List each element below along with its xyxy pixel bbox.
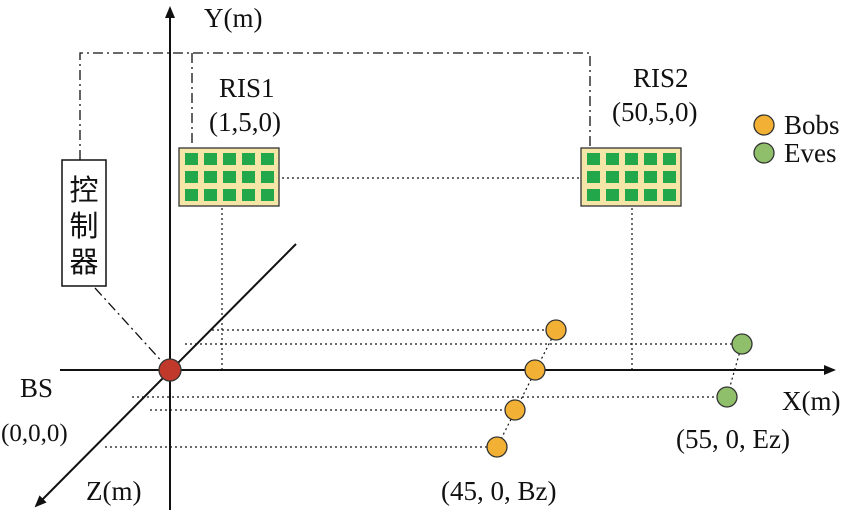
ris1-element <box>204 189 217 201</box>
bobs-coord-label: (45, 0, Bz) <box>441 476 556 506</box>
bs-name: BS <box>20 373 53 403</box>
ris2-element <box>606 189 619 201</box>
ris2-element <box>606 171 619 183</box>
eve-point-1 <box>731 333 753 355</box>
ris1-element <box>204 171 217 183</box>
ris1-element <box>223 189 236 201</box>
eves-group <box>716 333 753 408</box>
bob-point-4 <box>486 436 508 458</box>
z-axis-label: Z(m) <box>86 476 141 506</box>
ris2-element <box>644 153 657 165</box>
ris2-name: RIS2 <box>633 63 689 93</box>
controller-char-1: 控 <box>69 173 98 207</box>
ris2-element <box>644 171 657 183</box>
legend-eves-label: Eves <box>784 138 836 168</box>
ris1-element <box>242 189 255 201</box>
ris1-element <box>204 153 217 165</box>
controller-char-3: 器 <box>69 245 98 279</box>
ris1-element <box>242 153 255 165</box>
eves-coord-label: (55, 0, Ez) <box>676 424 790 454</box>
bob-point-3 <box>504 399 526 421</box>
legend-bobs-label: Bobs <box>784 110 840 140</box>
ris1-element <box>223 171 236 183</box>
ris2-element <box>625 153 638 165</box>
bobs-group <box>486 319 567 458</box>
legend-eves-marker <box>753 142 775 164</box>
ris1-element <box>242 171 255 183</box>
ris1-element <box>261 171 274 183</box>
ris2-element <box>587 153 600 165</box>
legend: Bobs Eves <box>753 110 840 168</box>
ris2-element <box>663 153 676 165</box>
base-station-node <box>158 358 182 382</box>
ris1-coord: (1,5,0) <box>209 107 281 137</box>
controller-links <box>79 52 591 367</box>
ris1-element <box>223 153 236 165</box>
ris1-element <box>261 153 274 165</box>
ris2-element <box>663 171 676 183</box>
controller-box: 控 制 器 <box>61 159 107 287</box>
ris2-element <box>606 153 619 165</box>
y-axis-label: Y(m) <box>204 3 262 33</box>
legend-bobs-marker <box>753 114 775 136</box>
controller-char-2: 制 <box>69 209 98 243</box>
ris1-element <box>185 189 198 201</box>
ris1-element <box>185 153 198 165</box>
ris2-element <box>644 189 657 201</box>
ris2-element <box>625 171 638 183</box>
bs-coord: (0,0,0) <box>1 420 68 447</box>
eve-point-2 <box>716 386 738 408</box>
ris2-element <box>663 189 676 201</box>
bob-point-1 <box>545 319 567 341</box>
ris1-element <box>261 189 274 201</box>
ris1-element <box>185 171 198 183</box>
bob-point-2 <box>524 359 546 381</box>
projection-lines <box>105 177 743 448</box>
x-axis-label: X(m) <box>782 386 840 416</box>
ris2-panel <box>580 147 682 207</box>
ris2-element <box>587 189 600 201</box>
ris1-panel <box>178 147 280 207</box>
ris2-coord: (50,5,0) <box>612 97 697 127</box>
ris2-element <box>625 189 638 201</box>
ris2-element <box>587 171 600 183</box>
ris1-name: RIS1 <box>219 73 275 103</box>
